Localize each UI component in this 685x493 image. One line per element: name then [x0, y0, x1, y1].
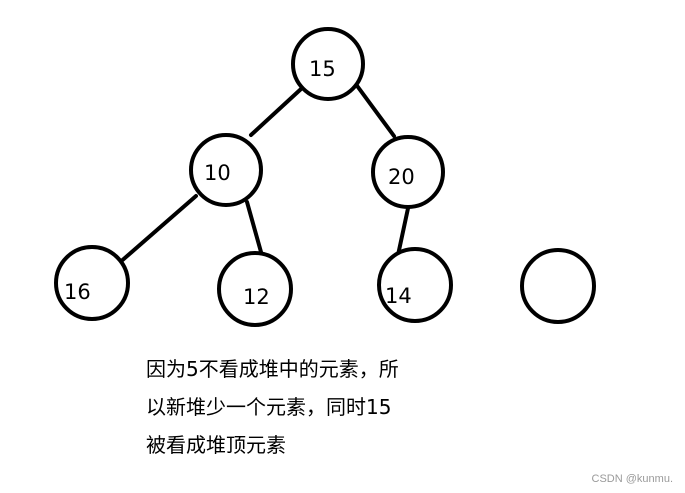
- edge-10-12: [245, 200, 263, 254]
- edge-10-16: [116, 194, 198, 266]
- note-line-2: 以新堆少一个元素，同时15: [146, 395, 392, 419]
- node-empty: [520, 248, 596, 324]
- node-10-label: 10: [204, 161, 231, 185]
- node-16-label: 16: [64, 280, 91, 304]
- node-15: 15: [291, 27, 365, 101]
- node-14: 14: [377, 247, 453, 323]
- note-line-3: 被看成堆顶元素: [146, 433, 286, 457]
- node-16: 16: [54, 245, 130, 321]
- node-20: 20: [371, 135, 445, 209]
- edge-15-10: [249, 87, 303, 137]
- node-12: 12: [217, 251, 293, 327]
- watermark: CSDN @kunmu.: [591, 473, 673, 485]
- edge-15-20: [353, 81, 396, 138]
- node-15-label: 15: [309, 57, 336, 81]
- note-line-1: 因为5不看成堆中的元素，所: [146, 357, 399, 381]
- node-14-label: 14: [385, 284, 412, 308]
- explanation-note: 因为5不看成堆中的元素，所 以新堆少一个元素，同时15 被看成堆顶元素: [146, 350, 476, 464]
- node-10: 10: [189, 133, 263, 207]
- node-12-label: 12: [243, 285, 270, 309]
- node-20-label: 20: [388, 165, 415, 189]
